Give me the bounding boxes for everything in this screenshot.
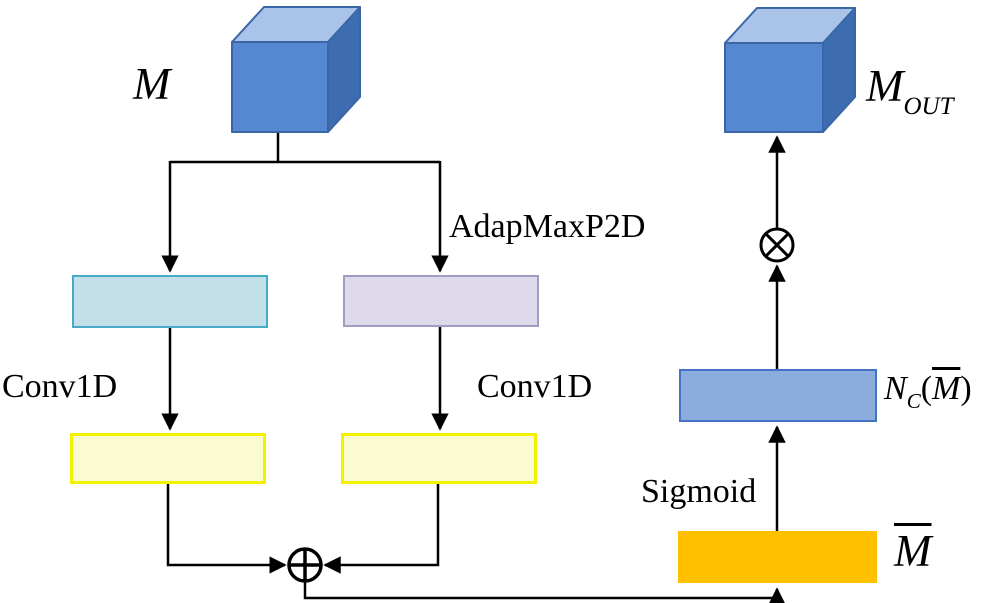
conv1d-left-label: Conv1D <box>2 368 118 405</box>
sigmoid-label: Sigmoid <box>641 473 757 510</box>
output-tensor-cube <box>724 7 856 133</box>
nc-feature-box <box>679 369 877 422</box>
avgpool-feature-box <box>72 275 268 328</box>
input-tensor-cube <box>231 6 361 133</box>
output-tensor-base: M <box>866 61 904 111</box>
conv-left-feature-box <box>70 433 266 484</box>
multiply-icon <box>759 227 795 263</box>
nc-open-paren: ( <box>920 370 933 407</box>
nc-base: N <box>884 370 907 407</box>
mbar-feature-box <box>678 531 877 583</box>
nc-argument: M <box>932 370 961 407</box>
nc-function-label: NC(M) <box>884 370 972 412</box>
arrow-convright-to-add <box>323 484 440 574</box>
nc-subscript: C <box>906 389 921 413</box>
arrow-convleft-to-add <box>166 484 287 574</box>
arrow-add-to-mbar <box>303 582 786 603</box>
conv1d-right-label: Conv1D <box>477 368 593 405</box>
input-cube-front-face <box>231 41 329 133</box>
connectors <box>161 131 786 603</box>
adap-max-pool-label: AdapMaxP2D <box>449 208 646 245</box>
maxpool-feature-box <box>343 275 539 327</box>
mbar-label: M <box>894 529 932 574</box>
output-tensor-subscript: OUT <box>903 93 954 120</box>
output-tensor-label: MOUT <box>866 61 954 120</box>
conv-right-feature-box <box>341 433 537 484</box>
nc-close-paren: ) <box>960 370 972 407</box>
output-cube-front-face <box>724 42 824 133</box>
mbar-symbol: M <box>894 526 932 576</box>
add-icon <box>287 547 323 583</box>
input-tensor-label: M <box>133 59 171 109</box>
